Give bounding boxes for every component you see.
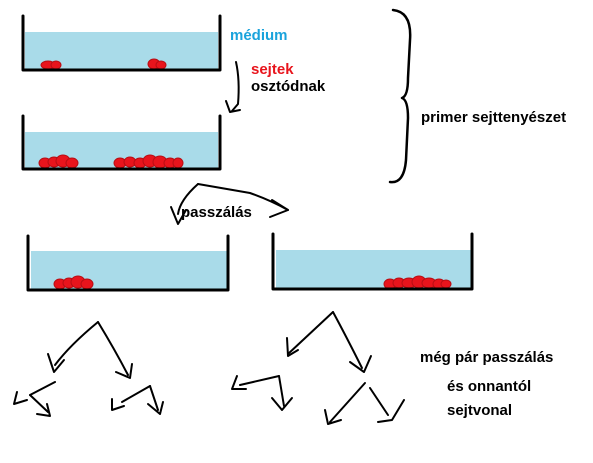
dish-outline bbox=[21, 14, 222, 72]
cell-cluster bbox=[383, 275, 452, 290]
down-arrow-icon bbox=[225, 61, 241, 113]
branching-arrows-left-icon bbox=[13, 321, 164, 417]
dish-outline bbox=[21, 114, 222, 171]
culture-dish-passaged-right bbox=[271, 232, 474, 291]
culture-dish-passaged-left bbox=[26, 234, 230, 292]
split-arrow-icon bbox=[170, 183, 289, 225]
cell-cluster bbox=[53, 275, 94, 290]
medium-label: médium bbox=[230, 27, 288, 44]
divide-label: osztódnak bbox=[251, 78, 326, 95]
dish-outline bbox=[271, 232, 474, 291]
cell-line-label: sejtvonal bbox=[447, 402, 513, 419]
dish-outline bbox=[26, 234, 230, 292]
culture-dish-initial bbox=[21, 14, 222, 72]
passaging-label: passzálás bbox=[181, 204, 252, 221]
more-passages-label: még pár passzálás bbox=[420, 349, 554, 366]
culture-dish-grown bbox=[21, 114, 222, 171]
curly-brace-icon bbox=[388, 8, 412, 184]
primary-culture-label: primer sejttenyészet bbox=[421, 109, 567, 126]
cells-label: sejtek bbox=[251, 61, 294, 78]
and-thereafter-label: és onnantól bbox=[447, 378, 532, 395]
cell-cluster bbox=[40, 58, 167, 70]
cell-cluster bbox=[38, 154, 184, 169]
branching-arrows-right-icon bbox=[231, 311, 405, 425]
